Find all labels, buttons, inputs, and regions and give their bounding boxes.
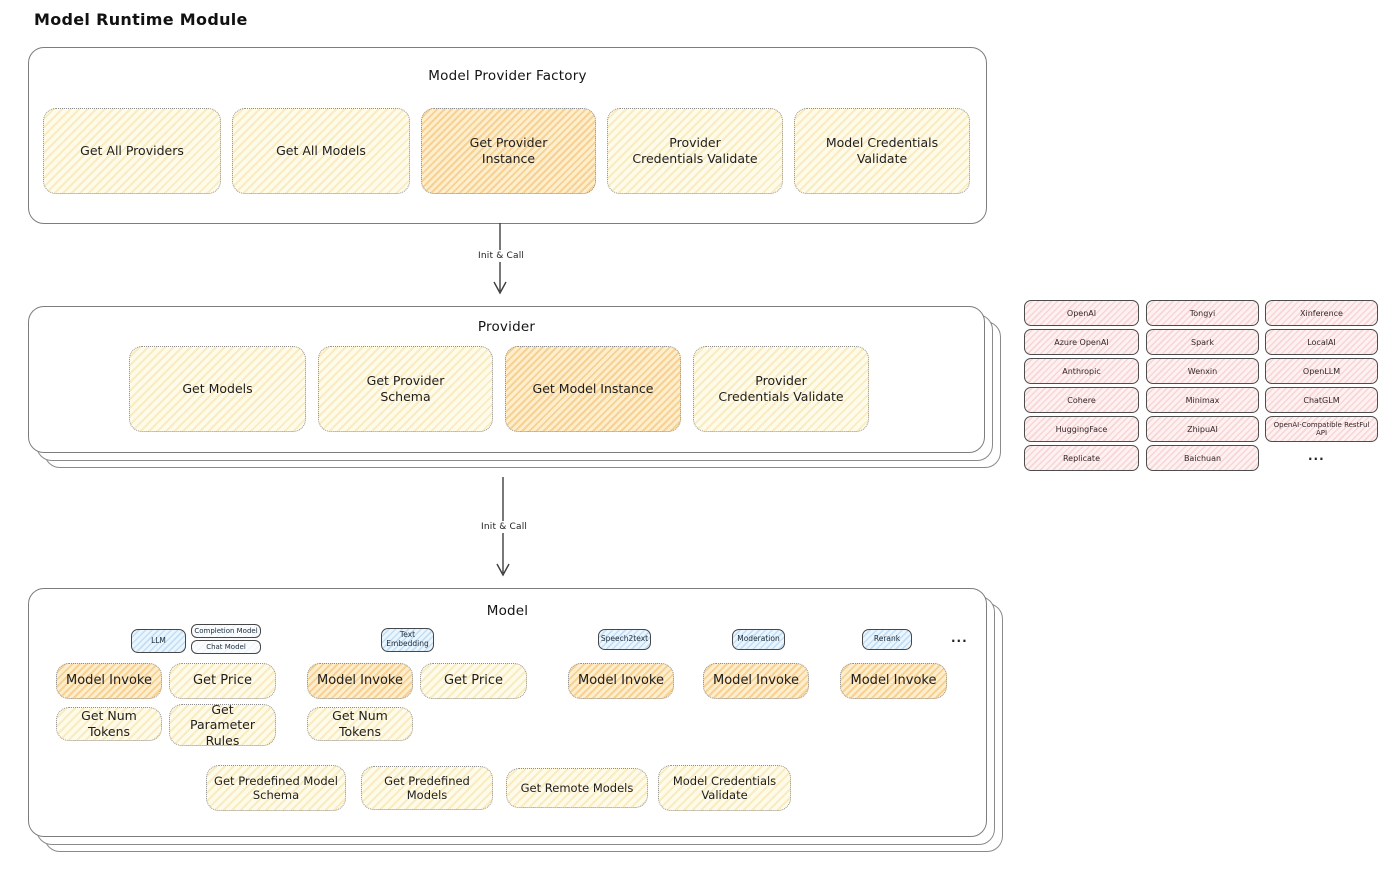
- provider-items-row: Get Models Get Provider Schema Get Model…: [129, 346, 869, 432]
- vendor-replicate: Replicate: [1024, 445, 1139, 471]
- node-llm-get-price: Get Price: [169, 663, 276, 699]
- vendor-cohere: Cohere: [1024, 387, 1139, 413]
- node-embedding-get-price: Get Price: [420, 663, 527, 699]
- node-get-provider-schema: Get Provider Schema: [318, 346, 493, 432]
- node-get-predefined-model-schema: Get Predefined Model Schema: [206, 765, 346, 811]
- vendor-baichuan: Baichuan: [1146, 445, 1259, 471]
- tag-completion-model: Completion Model: [191, 624, 261, 638]
- node-get-models: Get Models: [129, 346, 306, 432]
- node-get-model-instance: Get Model Instance: [505, 346, 681, 432]
- node-rerank-model-invoke: Model Invoke: [840, 663, 947, 699]
- provider-title: Provider: [477, 319, 536, 335]
- tag-text-embedding: Text Embedding: [381, 628, 434, 652]
- vendor-spark: Spark: [1146, 329, 1259, 355]
- node-get-provider-instance: Get Provider Instance: [421, 108, 596, 194]
- node-get-all-models: Get All Models: [232, 108, 410, 194]
- node-model-credentials-validate-2: Model Credentials Validate: [658, 765, 791, 811]
- node-llm-get-parameter-rules: Get Parameter Rules: [169, 702, 276, 748]
- vendor-wenxin: Wenxin: [1146, 358, 1259, 384]
- node-provider-credentials-validate: Provider Credentials Validate: [607, 108, 783, 194]
- provider-stack: Provider Get Models Get Provider Schema …: [28, 306, 1018, 476]
- vendor-minimax: Minimax: [1146, 387, 1259, 413]
- node-llm-model-invoke: Model Invoke: [56, 663, 162, 699]
- tag-speech2text: Speech2text: [598, 629, 651, 650]
- vendor-anthropic: Anthropic: [1024, 358, 1139, 384]
- factory-panel: Model Provider Factory Get All Providers…: [28, 47, 987, 224]
- node-embedding-model-invoke: Model Invoke: [307, 663, 413, 699]
- node-model-credentials-validate: Model Credentials Validate: [794, 108, 970, 194]
- node-llm-get-num-tokens: Get Num Tokens: [56, 707, 162, 741]
- node-embedding-get-num-tokens: Get Num Tokens: [307, 707, 413, 741]
- node-get-predefined-models: Get Predefined Models: [361, 766, 493, 810]
- node-get-all-providers: Get All Providers: [43, 108, 221, 194]
- model-panel: Model LLM Completion Model Chat Model Te…: [28, 588, 987, 837]
- factory-items-row: Get All Providers Get All Models Get Pro…: [43, 108, 970, 194]
- vendor-huggingface: HuggingFace: [1024, 416, 1139, 442]
- node-moderation-model-invoke: Model Invoke: [703, 663, 809, 699]
- node-speech2text-model-invoke: Model Invoke: [568, 663, 674, 699]
- tag-rerank: Rerank: [862, 629, 912, 650]
- tag-llm: LLM: [131, 629, 186, 653]
- model-stack: Model LLM Completion Model Chat Model Te…: [28, 588, 1023, 858]
- arrow2-label: Init & Call: [478, 521, 531, 533]
- tag-chat-model: Chat Model: [191, 640, 261, 654]
- page-title: Model Runtime Module: [34, 10, 248, 29]
- node-provider-credentials-validate-2: Provider Credentials Validate: [693, 346, 869, 432]
- node-get-remote-models: Get Remote Models: [506, 768, 648, 808]
- vendor-xinference: Xinference: [1265, 300, 1378, 326]
- vendor-openllm: OpenLLM: [1265, 358, 1378, 384]
- vendor-azure-openai: Azure OpenAI: [1024, 329, 1139, 355]
- model-title: Model: [486, 603, 529, 619]
- vendor-tongyi: Tongyi: [1146, 300, 1259, 326]
- provider-panel: Provider Get Models Get Provider Schema …: [28, 306, 985, 453]
- factory-title: Model Provider Factory: [428, 68, 587, 84]
- vendor-openai-compatible: OpenAI-Compatible RestFul API: [1265, 416, 1378, 442]
- arrow1-label: Init & Call: [475, 250, 528, 262]
- vendor-zhipuai: ZhipuAI: [1146, 416, 1259, 442]
- vendor-openai: OpenAI: [1024, 300, 1139, 326]
- vendor-chatglm: ChatGLM: [1265, 387, 1378, 413]
- vendors-more-dots: ...: [1308, 449, 1325, 463]
- vendor-localai: LocalAI: [1265, 329, 1378, 355]
- model-tags-more-dots: ...: [951, 631, 968, 645]
- tag-moderation: Moderation: [732, 629, 785, 650]
